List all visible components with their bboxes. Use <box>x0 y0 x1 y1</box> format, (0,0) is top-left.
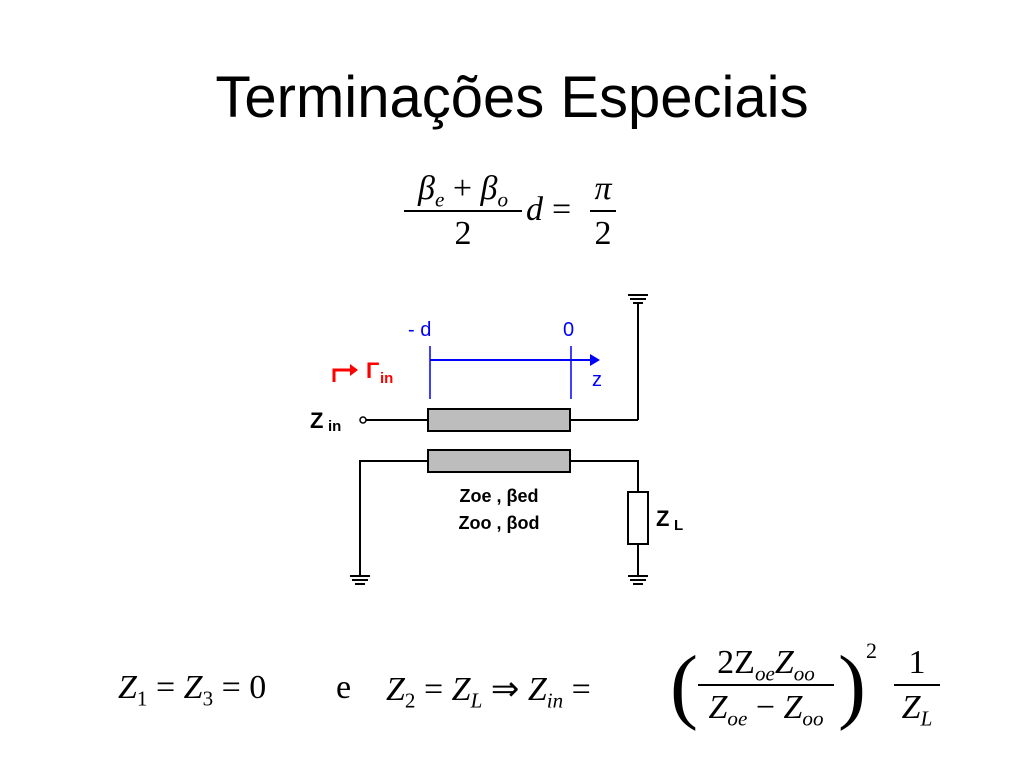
fraction-bar <box>404 210 522 212</box>
zero-label: 0 <box>563 319 574 341</box>
pi-half-fraction: π 2 <box>590 170 616 253</box>
z-axis-label: z <box>592 369 602 391</box>
coupled-line-diagram: - d 0 z Γ in Z in Zoe , βed Zoo , βod Z … <box>300 280 720 600</box>
minus-d-label: - d <box>408 319 431 341</box>
square-exponent: 2 <box>866 638 877 663</box>
length-symbol: d <box>526 191 543 228</box>
impedance-fraction: 2ZoeZoo Zoe − Zoo <box>698 644 834 729</box>
ground-bottom-left <box>350 575 370 585</box>
gamma-in-subscript: in <box>380 370 393 387</box>
input-impedance-equation: Z1 = Z3 = 0 e Z2 = ZL ⇒ Zin = ( 2ZoeZoo … <box>110 636 970 746</box>
odd-mode-params: Zoo , βod <box>459 513 540 533</box>
phase-condition-equation: βe + βo 2 d = π 2 <box>404 170 624 260</box>
load-resistor <box>627 491 649 545</box>
ground-bottom-right <box>628 575 648 585</box>
z-load-label: Z <box>656 506 669 531</box>
z-load-subscript: L <box>674 517 683 534</box>
gamma-in-arrow: Γ in <box>332 358 393 387</box>
beta-symbol: β <box>418 170 435 207</box>
bottom-left-wire <box>359 460 428 575</box>
even-mode-params: Zoe , βed <box>460 486 539 506</box>
gamma-in-label: Γ <box>366 358 379 383</box>
equation2-middle: Z2 = ZL ⇒ Zin = <box>386 671 591 713</box>
z-axis: - d 0 z <box>408 319 602 399</box>
beta-sum-fraction: βe + βo 2 <box>404 170 522 253</box>
connector-e: e <box>336 669 352 706</box>
right-paren: ) <box>838 639 866 732</box>
bottom-right-wire <box>570 460 639 492</box>
equation2-left: Z1 = Z3 = 0 <box>118 669 267 711</box>
slide-title: Terminações Especiais <box>215 65 809 130</box>
input-terminal <box>359 416 367 424</box>
reciprocal-load-fraction: 1 ZL <box>894 644 940 729</box>
z-in-subscript: in <box>328 418 341 435</box>
z-in-label: Z <box>310 408 323 433</box>
coupled-line-top <box>427 408 571 432</box>
coupled-line-bottom <box>427 449 571 473</box>
ground-top-right <box>628 294 648 420</box>
left-paren: ( <box>670 639 698 732</box>
